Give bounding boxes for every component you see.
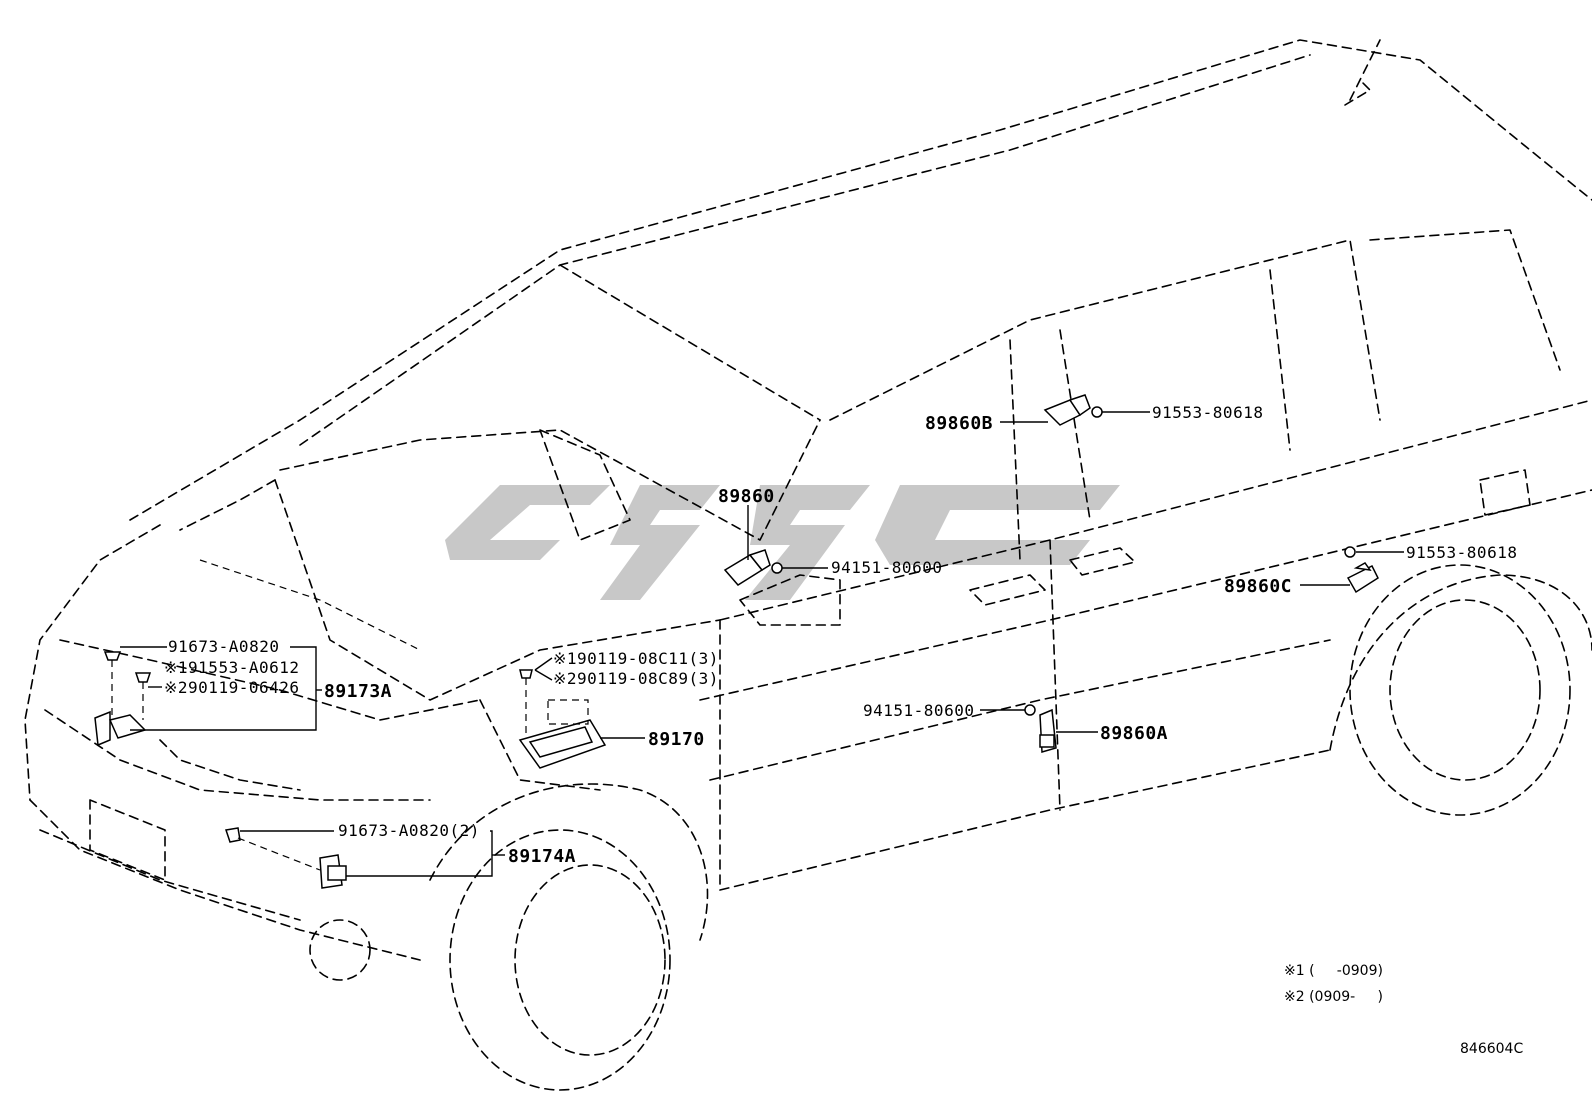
- label-91553-80618-lower: 91553-80618: [1406, 543, 1517, 562]
- ecu-89170: [518, 699, 607, 769]
- label-91673-A0820: 91673-A0820: [168, 637, 279, 656]
- label-90119-06426: ※290119-06426: [164, 678, 300, 697]
- bolts-89170: [519, 669, 533, 740]
- label-89860: 89860: [718, 486, 775, 507]
- sensor-89173A: [94, 710, 147, 747]
- leader-lines: [120, 411, 1404, 877]
- label-94151-80600-lower: 94151-80600: [863, 701, 974, 720]
- nut-94151-80600-upper: [771, 562, 783, 574]
- bolt-91553-80618-lower: [1344, 546, 1356, 558]
- footnote-2: ※2 (0909- ): [1284, 989, 1383, 1005]
- footnote-1: ※1 ( -0909): [1284, 963, 1383, 979]
- label-89860C: 89860C: [1224, 576, 1292, 597]
- sensor-89860: [723, 549, 771, 586]
- footnotes: ※1 ( -0909) ※2 (0909- ) 846604C: [1284, 963, 1523, 1057]
- label-94151-80600-upper: 94151-80600: [831, 558, 942, 577]
- label-89174A: 89174A: [508, 846, 576, 867]
- vehicle-outline: [24, 39, 1592, 1091]
- label-89860A: 89860A: [1100, 723, 1168, 744]
- sensor-89174A: [319, 854, 347, 889]
- label-91553-A0612: ※191553-A0612: [164, 658, 300, 677]
- sensor-89860B: [1043, 394, 1091, 426]
- label-89170: 89170: [648, 729, 705, 750]
- bolts-89173A: [103, 651, 152, 720]
- nut-94151-80600-lower: [1024, 704, 1036, 716]
- label-90119-08C89: ※290119-08C89(3): [553, 669, 719, 688]
- label-89860B: 89860B: [925, 413, 993, 434]
- diagram-code: 846604C: [1460, 1041, 1523, 1057]
- sensor-89860C: [1346, 562, 1379, 594]
- label-90119-08C11: ※190119-08C11(3): [553, 649, 719, 668]
- watermark-logo: [445, 485, 1120, 600]
- label-91553-80618-upper: 91553-80618: [1152, 403, 1263, 422]
- label-91673-A0820-2: 91673-A0820(2): [338, 821, 480, 840]
- label-89173A: 89173A: [324, 681, 392, 702]
- part-labels: 89860B 91553-80618 89860 94151-80600 915…: [164, 403, 1517, 867]
- sensor-89860A: [1039, 708, 1057, 753]
- bolt-91673-A0820-2: [225, 827, 321, 871]
- bolt-91553-80618-upper: [1091, 406, 1103, 418]
